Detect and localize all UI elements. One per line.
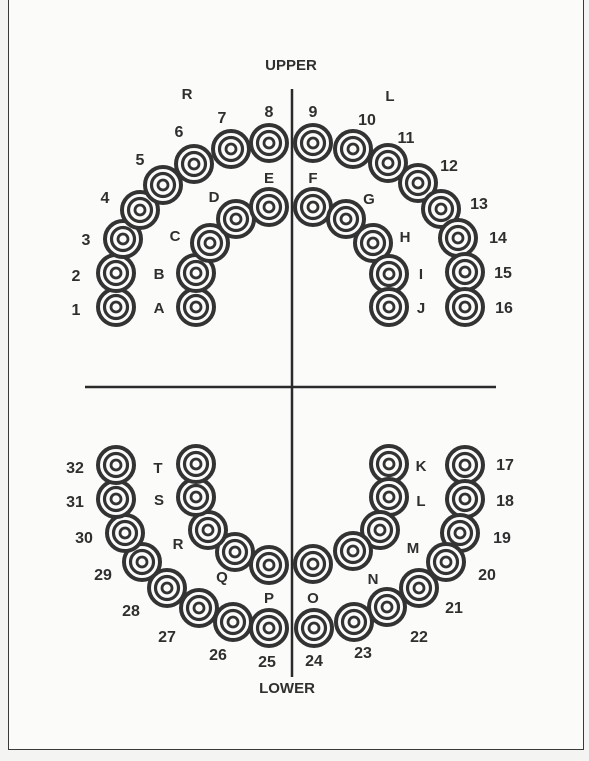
tooth-18[interactable] xyxy=(447,481,483,517)
tooth-14[interactable] xyxy=(440,220,476,256)
tooth-label-T: T xyxy=(153,460,162,477)
tooth-label-13: 13 xyxy=(470,196,488,213)
tooth-24[interactable] xyxy=(296,610,332,646)
tooth-label-K: K xyxy=(416,458,427,475)
tooth-label-16: 16 xyxy=(495,300,513,317)
tooth-label-D: D xyxy=(209,189,220,206)
tooth-7[interactable] xyxy=(213,131,249,167)
tooth-label-N: N xyxy=(368,571,379,588)
tooth-label-B: B xyxy=(154,266,165,283)
tooth-30[interactable] xyxy=(107,515,143,551)
tooth-label-14: 14 xyxy=(489,230,507,247)
tooth-9[interactable] xyxy=(295,125,331,161)
tooth-15[interactable] xyxy=(447,254,483,290)
tooth-label-9: 9 xyxy=(309,104,318,121)
tooth-J[interactable] xyxy=(371,289,407,325)
tooth-label-8: 8 xyxy=(265,104,274,121)
tooth-label-18: 18 xyxy=(496,493,514,510)
tooth-label-23: 23 xyxy=(354,645,372,662)
dental-chart-frame: UPPER LOWER R L 12345678910111213141516A… xyxy=(8,0,584,750)
tooth-label-P: P xyxy=(264,590,274,607)
tooth-26[interactable] xyxy=(215,604,251,640)
tooth-T[interactable] xyxy=(178,446,214,482)
tooth-label-Q: Q xyxy=(216,569,228,586)
tooth-1[interactable] xyxy=(98,289,134,325)
tooth-2[interactable] xyxy=(98,255,134,291)
tooth-32[interactable] xyxy=(98,447,134,483)
tooth-chart-diagram: UPPER LOWER R L 12345678910111213141516A… xyxy=(9,0,585,751)
tooth-label-20: 20 xyxy=(478,567,496,584)
tooth-5[interactable] xyxy=(145,167,181,203)
lower-label: LOWER xyxy=(259,680,315,697)
tooth-P[interactable] xyxy=(251,547,287,583)
tooth-label-6: 6 xyxy=(175,124,184,141)
tooth-22[interactable] xyxy=(369,589,405,625)
tooth-label-29: 29 xyxy=(94,567,112,584)
tooth-label-32: 32 xyxy=(66,460,84,477)
tooth-R[interactable] xyxy=(190,512,226,548)
tooth-label-R: R xyxy=(173,536,184,553)
tooth-label-C: C xyxy=(170,228,181,245)
tooth-L[interactable] xyxy=(371,479,407,515)
tooth-label-S: S xyxy=(154,492,164,509)
tooth-label-22: 22 xyxy=(410,629,428,646)
tooth-16[interactable] xyxy=(447,289,483,325)
tooth-label-30: 30 xyxy=(75,530,93,547)
tooth-S[interactable] xyxy=(178,479,214,515)
tooth-O[interactable] xyxy=(295,546,331,582)
tooth-27[interactable] xyxy=(181,590,217,626)
tooth-label-15: 15 xyxy=(494,265,512,282)
tooth-label-25: 25 xyxy=(258,654,276,671)
tooth-6[interactable] xyxy=(176,146,212,182)
tooth-label-L: L xyxy=(416,493,425,510)
tooth-8[interactable] xyxy=(251,125,287,161)
tooth-10[interactable] xyxy=(335,131,371,167)
tooth-label-26: 26 xyxy=(209,647,227,664)
tooth-label-3: 3 xyxy=(82,232,91,249)
tooth-label-O: O xyxy=(307,590,319,607)
tooth-A[interactable] xyxy=(178,289,214,325)
tooth-label-M: M xyxy=(407,540,420,557)
tooth-label-5: 5 xyxy=(136,152,145,169)
left-side-label: L xyxy=(385,88,394,105)
tooth-23[interactable] xyxy=(336,604,372,640)
tooth-label-I: I xyxy=(419,266,423,283)
tooth-D[interactable] xyxy=(218,201,254,237)
tooth-label-28: 28 xyxy=(122,603,140,620)
tooth-I[interactable] xyxy=(371,256,407,292)
tooth-E[interactable] xyxy=(251,189,287,225)
tooth-25[interactable] xyxy=(251,610,287,646)
tooth-label-21: 21 xyxy=(445,600,463,617)
upper-label: UPPER xyxy=(265,57,317,74)
tooth-label-24: 24 xyxy=(305,653,323,670)
tooth-17[interactable] xyxy=(447,447,483,483)
tooth-label-7: 7 xyxy=(218,110,227,127)
tooth-label-1: 1 xyxy=(72,302,81,319)
tooth-F[interactable] xyxy=(295,189,331,225)
tooth-label-H: H xyxy=(400,229,411,246)
tooth-label-F: F xyxy=(308,170,317,187)
tooth-label-19: 19 xyxy=(493,530,511,547)
tooth-21[interactable] xyxy=(401,570,437,606)
tooth-label-11: 11 xyxy=(398,130,415,147)
tooth-label-G: G xyxy=(363,191,375,208)
tooth-label-31: 31 xyxy=(66,494,84,511)
tooth-label-10: 10 xyxy=(358,112,376,129)
tooth-label-A: A xyxy=(154,300,165,317)
tooth-K[interactable] xyxy=(371,446,407,482)
tooth-31[interactable] xyxy=(98,481,134,517)
tooth-label-27: 27 xyxy=(158,629,176,646)
tooth-label-J: J xyxy=(417,300,425,317)
tooth-label-2: 2 xyxy=(72,268,81,285)
tooth-label-17: 17 xyxy=(496,457,514,474)
tooth-N[interactable] xyxy=(335,533,371,569)
right-side-label: R xyxy=(182,86,193,103)
tooth-label-E: E xyxy=(264,170,274,187)
tooth-label-4: 4 xyxy=(101,190,110,207)
tooth-label-12: 12 xyxy=(440,158,458,175)
